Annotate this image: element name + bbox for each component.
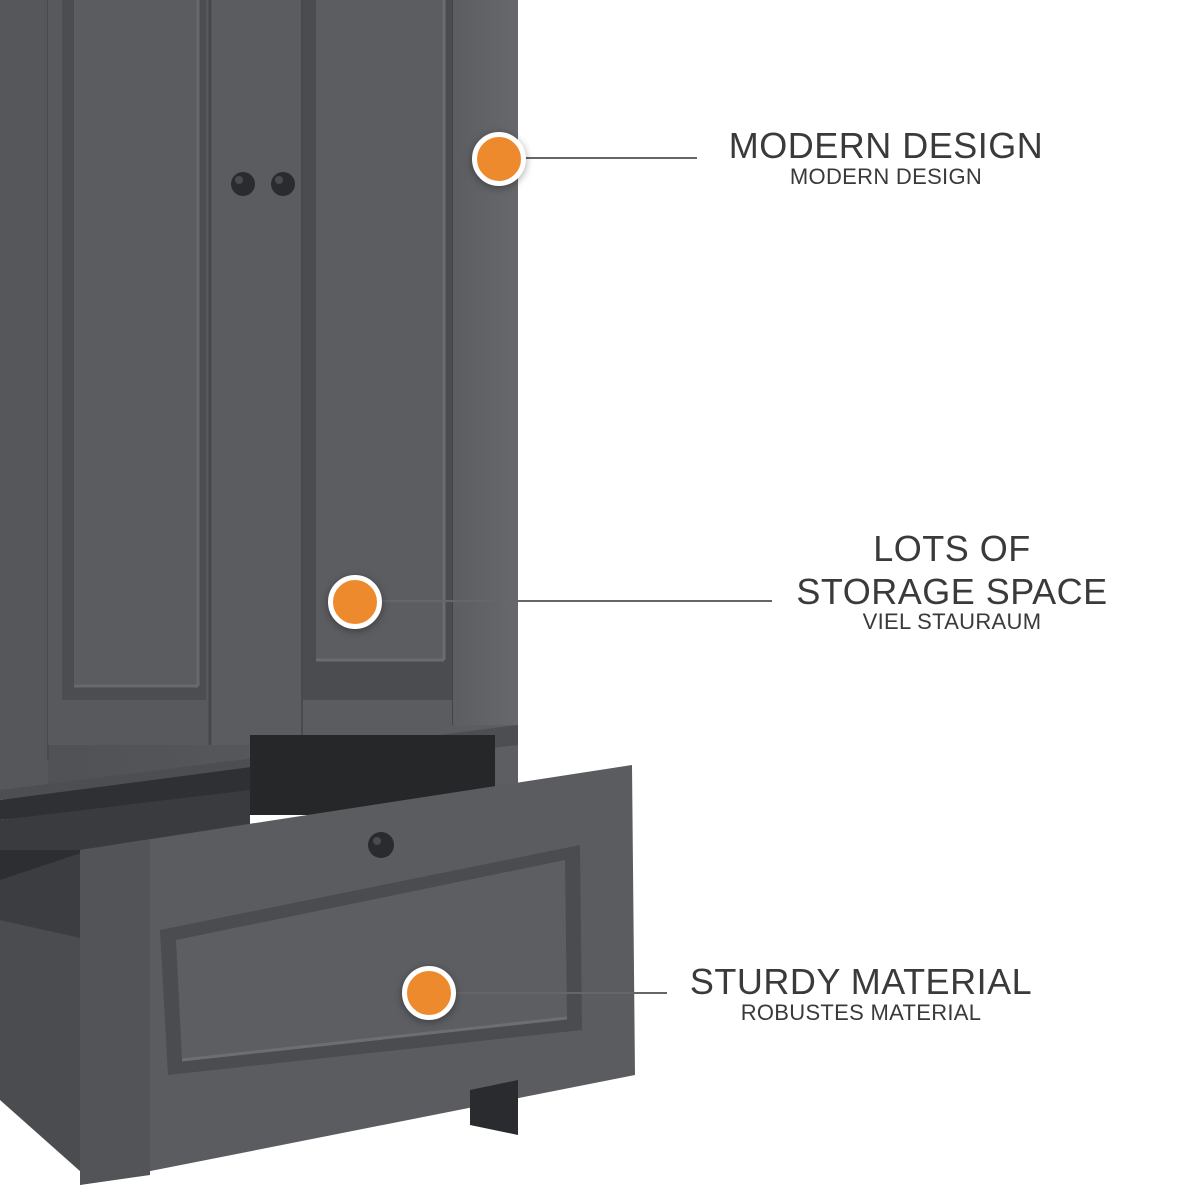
feature-title: STURDY MATERIAL	[689, 961, 1033, 1002]
leader-line	[523, 157, 697, 159]
right-door	[208, 0, 452, 745]
hotspot-marker-icon[interactable]	[472, 132, 526, 186]
cabinet-leg	[470, 1080, 518, 1135]
hotspot-marker-icon[interactable]	[328, 575, 382, 629]
door-knobs	[231, 172, 295, 196]
drawer	[0, 765, 635, 1185]
feature-title-line2: STORAGE SPACE	[796, 571, 1108, 612]
left-door	[48, 0, 210, 745]
feature-title-line1: LOTS OF	[873, 528, 1031, 569]
feature-subtitle: VIEL STAURAUM	[862, 609, 1042, 634]
feature-subtitle: MODERN DESIGN	[789, 164, 983, 189]
feature-subtitle: ROBUSTES MATERIAL	[740, 1000, 982, 1025]
feature-title: MODERN DESIGN	[728, 125, 1044, 166]
leader-line	[380, 600, 772, 602]
hotspot-marker-icon[interactable]	[402, 966, 456, 1020]
leader-line	[455, 992, 667, 994]
